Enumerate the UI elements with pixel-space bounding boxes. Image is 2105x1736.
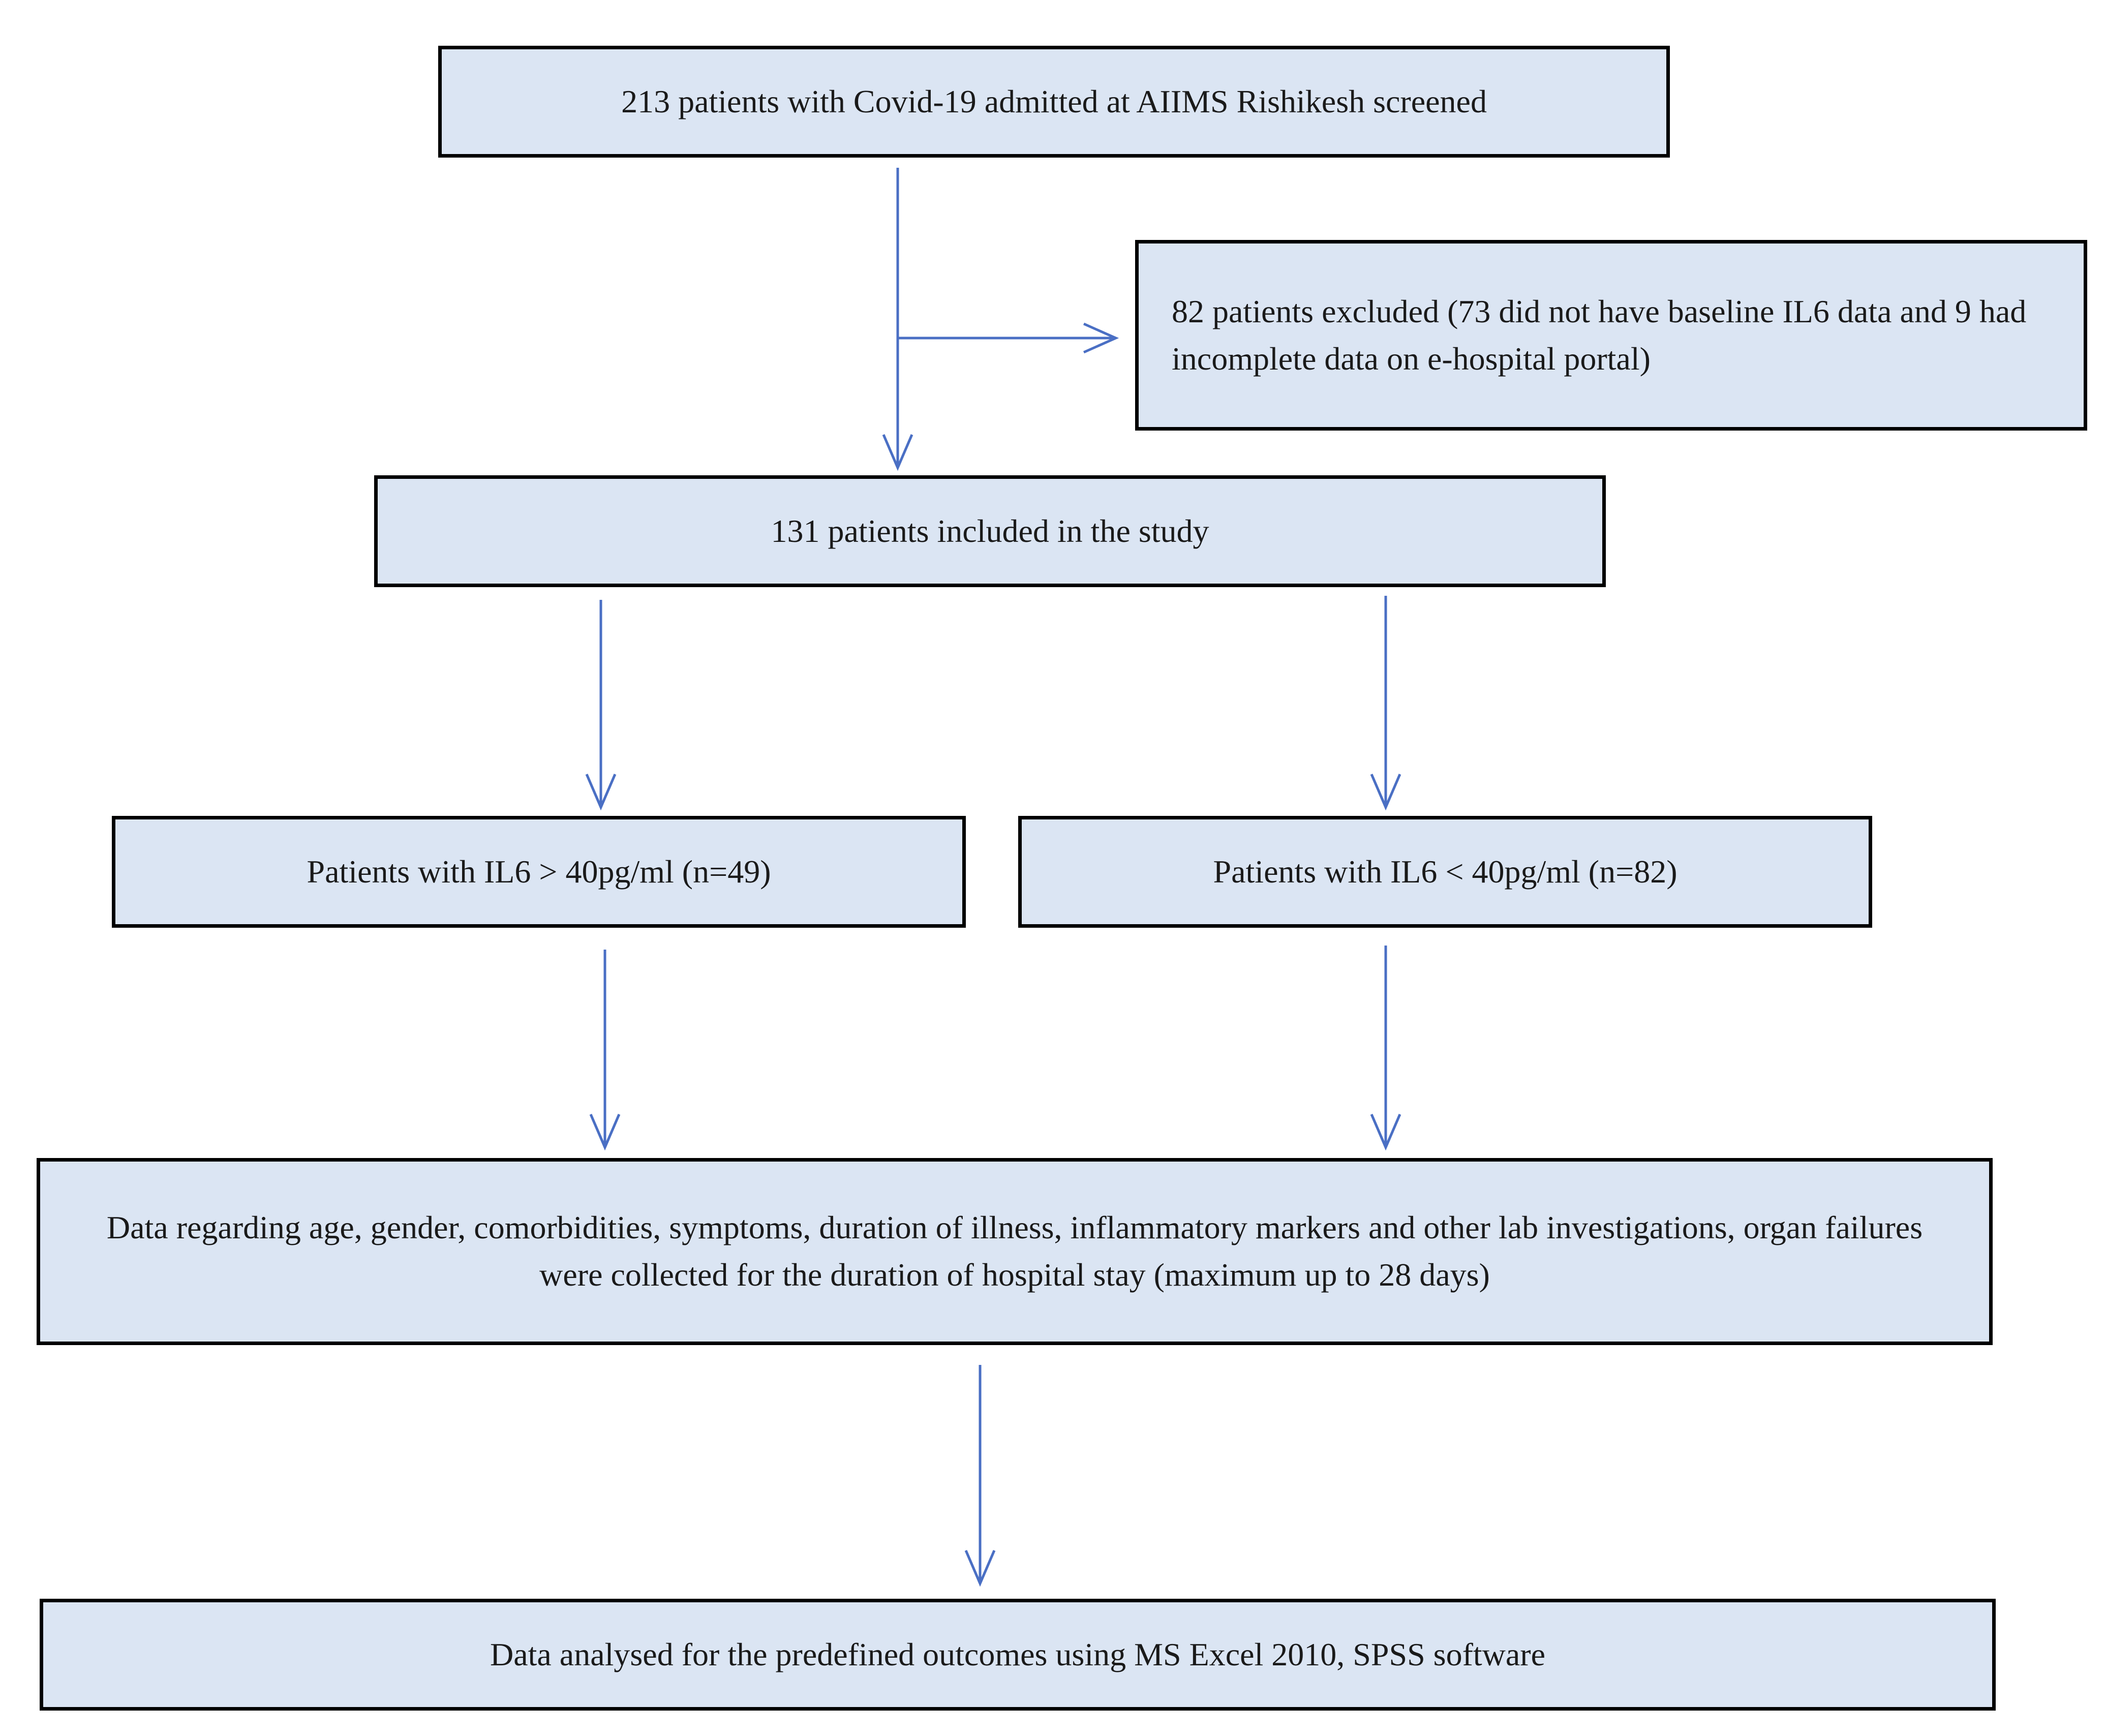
included-text: 131 patients included in the study (771, 512, 1209, 549)
screened-box: 213 patients with Covid-19 admitted at A… (438, 46, 1670, 158)
low-il6-text: Patients with IL6 < 40pg/ml (n=82) (1213, 853, 1677, 890)
arrowhead-analysed (964, 1550, 996, 1587)
high-il6-text: Patients with IL6 > 40pg/ml (n=49) (307, 853, 771, 890)
screened-text: 213 patients with Covid-19 admitted at A… (621, 83, 1487, 119)
high-il6-box: Patients with IL6 > 40pg/ml (n=49) (112, 816, 966, 928)
data-collected-box: Data regarding age, gender, comorbiditie… (37, 1158, 1993, 1345)
arrowhead-included (882, 434, 913, 471)
analysed-box: Data analysed for the predefined outcome… (40, 1599, 1996, 1711)
excluded-box: 82 patients excluded (73 did not have ba… (1135, 240, 2087, 431)
arrowhead-excluded (1083, 322, 1119, 354)
arrowhead-data-left (589, 1114, 621, 1151)
low-il6-box: Patients with IL6 < 40pg/ml (n=82) (1018, 816, 1872, 928)
data-collected-text: Data regarding age, gender, comorbiditie… (106, 1209, 1923, 1293)
arrowhead-data-right (1370, 1114, 1401, 1151)
included-box: 131 patients included in the study (374, 475, 1606, 587)
excluded-text: 82 patients excluded (73 did not have ba… (1172, 293, 2027, 377)
arrowhead-high (585, 774, 617, 811)
analysed-text: Data analysed for the predefined outcome… (490, 1636, 1546, 1672)
arrowhead-low (1370, 774, 1401, 811)
